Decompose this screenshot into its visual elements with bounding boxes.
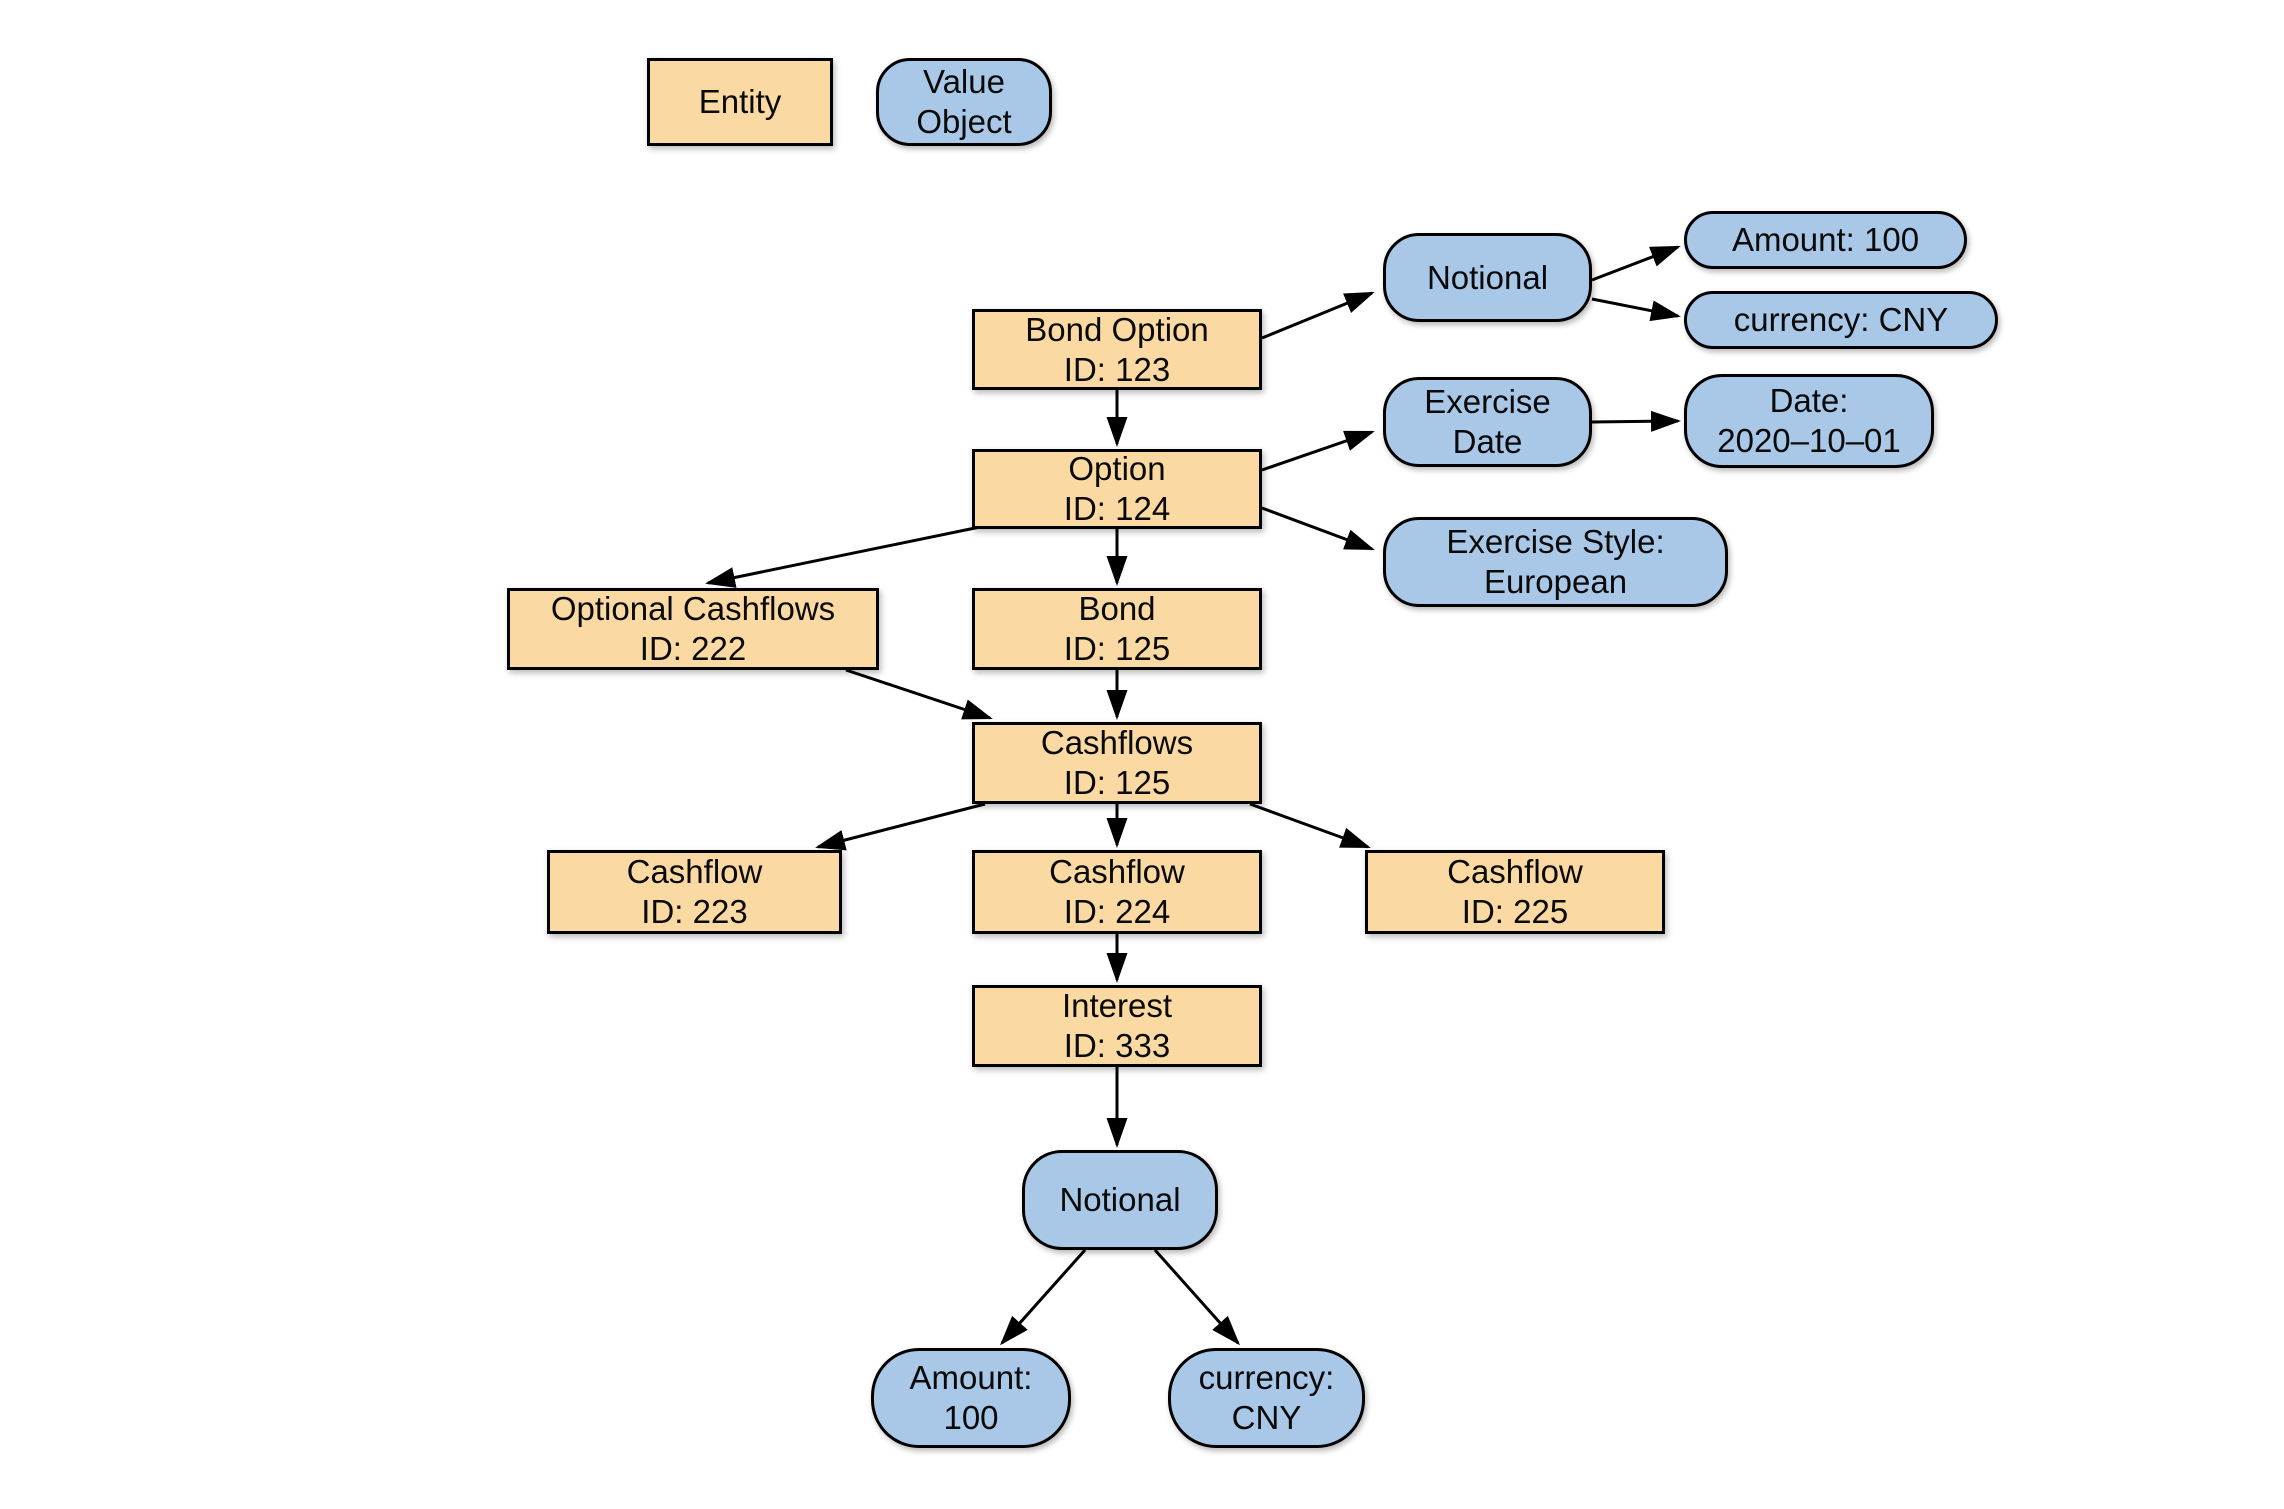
- node-label-line: Amount: 100: [1731, 221, 1920, 258]
- edge-notional-top-currency-top: [1591, 297, 1681, 322]
- node-label-line: Interest: [1061, 987, 1173, 1024]
- node-label-line: ID: 333: [1063, 1027, 1171, 1064]
- node-legend-entity: Entity: [647, 58, 833, 146]
- edge-cashflows-cashflow-223: [815, 802, 986, 851]
- node-label-line: Exercise Style:: [1446, 523, 1665, 560]
- node-label-line: ID: 224: [1063, 893, 1171, 930]
- edge-option-exercise-style: [1261, 506, 1375, 551]
- node-label-line: Exercise: [1424, 383, 1551, 420]
- node-label-line: Option: [1068, 450, 1166, 487]
- node-label-line: Amount:: [909, 1359, 1033, 1396]
- node-notional-bottom: Notional: [1022, 1150, 1218, 1250]
- edge-exercise-date-date-value: [1591, 410, 1681, 432]
- edge-option-exercise-date: [1261, 430, 1375, 472]
- node-label-line: ID: 222: [639, 630, 747, 667]
- node-label-line: Bond: [1078, 590, 1156, 627]
- edge-notional-bottom-currency-bottom: [1153, 1249, 1240, 1346]
- node-label-line: ID: 223: [641, 893, 748, 930]
- node-notional-top: Notional: [1383, 233, 1592, 322]
- node-label-line: 2020–10–01: [1717, 422, 1901, 459]
- edge-notional-bottom-amount-bottom: [1000, 1249, 1087, 1346]
- node-label-line: Bond Option: [1025, 310, 1209, 348]
- node-exercise-style: Exercise Style:European: [1383, 517, 1728, 607]
- node-label-line: Date: [1452, 423, 1523, 460]
- node-label-line: Optional Cashflows: [550, 590, 836, 627]
- node-label-line: Object: [916, 103, 1012, 140]
- edge-notional-top-amount-top: [1591, 245, 1681, 282]
- node-label-line: Cashflow: [1049, 853, 1185, 890]
- node-label-line: ID: 225: [1461, 893, 1569, 930]
- node-date-value: Date:2020–10–01: [1684, 374, 1934, 468]
- node-label-line: Cashflow: [626, 853, 763, 890]
- node-label-line: Notional: [1059, 1181, 1181, 1218]
- node-currency-bottom: currency:CNY: [1168, 1348, 1365, 1448]
- node-label-line: Cashflow: [1447, 853, 1583, 890]
- node-label-line: Entity: [698, 83, 782, 120]
- node-label-line: ID: 125: [1063, 630, 1171, 667]
- node-label-line: ID: 123: [1063, 350, 1171, 388]
- edge-cashflows-cashflow-225: [1249, 802, 1371, 849]
- edge-option-optional-cashflows: [705, 525, 981, 588]
- node-label-line: currency:: [1198, 1359, 1335, 1396]
- node-currency-top: currency: CNY: [1684, 291, 1998, 349]
- node-amount-top: Amount: 100: [1684, 211, 1967, 269]
- node-label-line: Notional: [1426, 258, 1549, 296]
- node-label-line: European: [1483, 563, 1628, 600]
- node-label-line: ID: 124: [1063, 490, 1171, 527]
- edge-bond-option-notional-top: [1261, 291, 1375, 340]
- node-label-line: ID: 125: [1063, 764, 1171, 801]
- node-label-line: CNY: [1231, 1399, 1302, 1436]
- node-label-line: Value: [923, 63, 1005, 100]
- node-label-line: currency: CNY: [1733, 301, 1949, 338]
- node-label-line: 100: [943, 1399, 999, 1436]
- node-label-line: Date:: [1769, 382, 1849, 419]
- node-amount-bottom: Amount:100: [871, 1348, 1071, 1448]
- edge-optional-cashflows-cashflows: [845, 668, 993, 720]
- node-label-line: Cashflows: [1040, 724, 1194, 761]
